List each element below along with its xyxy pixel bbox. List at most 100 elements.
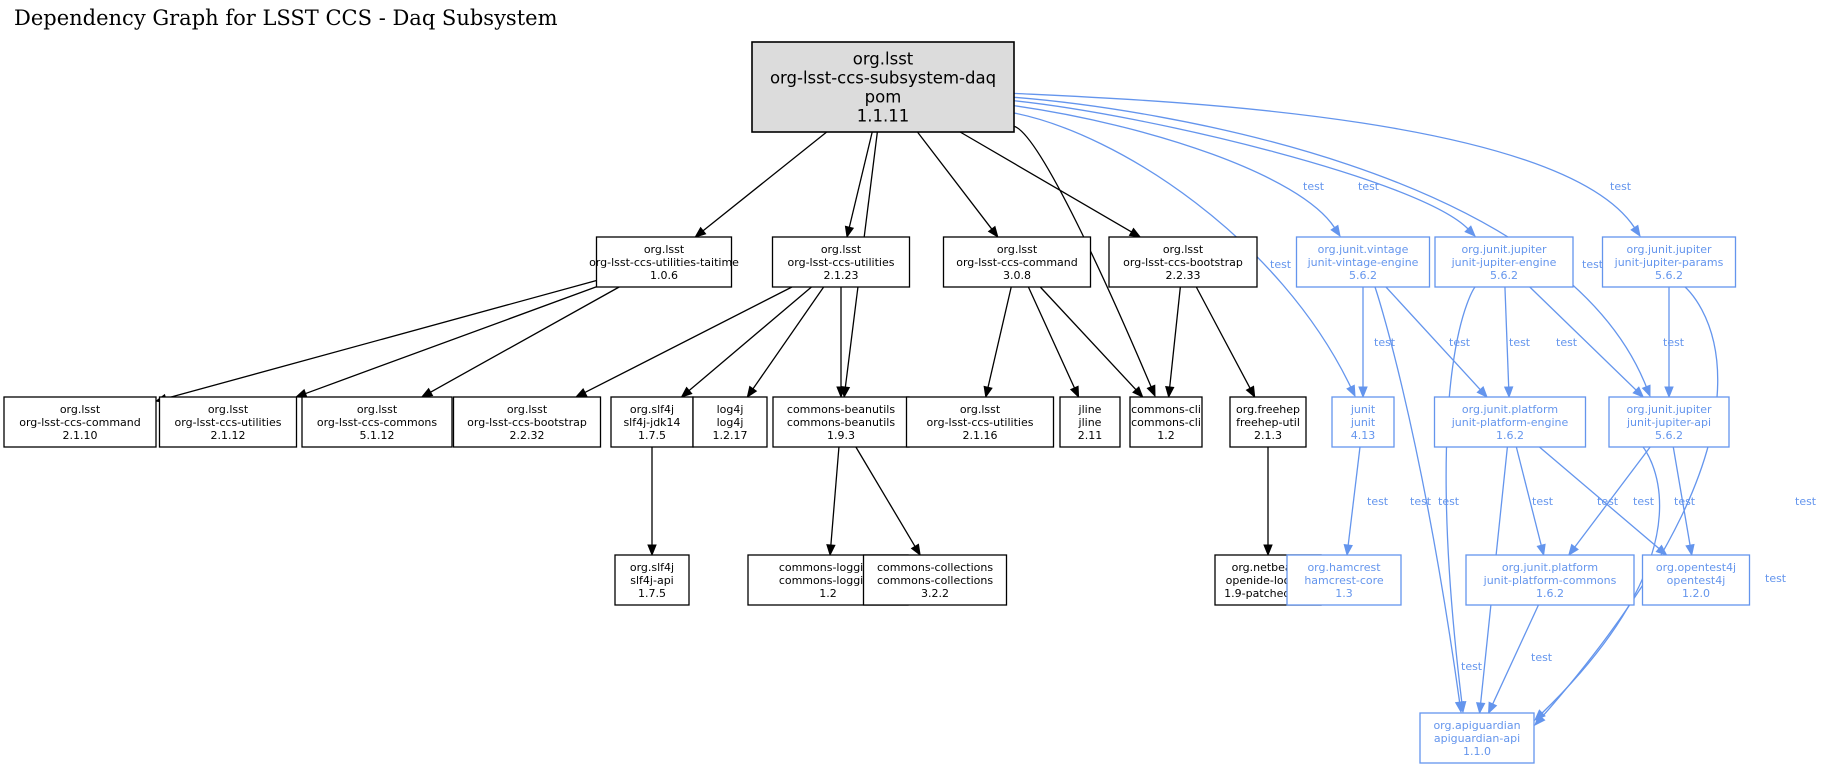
node-box xyxy=(751,41,1015,133)
edge-line xyxy=(1492,604,1540,705)
node-artifact: commons-logging xyxy=(779,574,877,587)
edge-line xyxy=(959,131,1132,233)
edge-line xyxy=(702,131,828,232)
node-group: org.junit.platform xyxy=(1502,561,1598,574)
node-group: org.junit.jupiter xyxy=(1461,243,1547,256)
node-group: org.lsst xyxy=(60,403,101,416)
edge-org-lsst-ccs-subsystem-daq-to-junit-vintage-engine: test xyxy=(1013,105,1341,238)
node-artifact: junit-platform-commons xyxy=(1483,574,1617,587)
node-group: org.junit.jupiter xyxy=(1626,403,1712,416)
node-artifact: junit-jupiter-api xyxy=(1626,416,1711,429)
node-box xyxy=(301,396,453,448)
node-artifact: org-lsst-ccs-utilities-taitime xyxy=(589,256,739,269)
node-version: 1.2.0 xyxy=(1682,587,1710,600)
edge-org-lsst-ccs-subsystem-daq-to-org-lsst-ccs-utilities-taitime xyxy=(694,131,828,238)
node-artifact: commons-cli xyxy=(1131,416,1201,429)
node-artifact: junit-jupiter-params xyxy=(1614,256,1724,269)
edge-org-lsst-ccs-utilities-taitime-to-org-lsst-ccs-utilities xyxy=(294,286,597,398)
node-box xyxy=(452,396,602,448)
edge-line xyxy=(430,286,620,393)
edge-label: test xyxy=(1556,336,1578,349)
node-artifact: hamcrest-core xyxy=(1304,574,1384,587)
node-artifact: junit-platform-engine xyxy=(1451,416,1569,429)
edge-org-lsst-ccs-command-to-org-lsst-ccs-utilities xyxy=(983,286,1012,399)
arrowhead-icon xyxy=(647,544,657,557)
edge-junit-jupiter-engine-to-junit-platform-engine: test xyxy=(1503,286,1531,399)
node-artifact: slf4j-api xyxy=(630,574,673,587)
node-group: org.freehep xyxy=(1236,403,1300,416)
edge-label: test xyxy=(1438,495,1460,508)
node-box xyxy=(1641,554,1751,606)
node-version: 3.2.2 xyxy=(921,587,949,600)
edge-line xyxy=(1539,446,1660,550)
arrowhead-icon xyxy=(294,388,308,398)
node-version: 1.9.3 xyxy=(827,429,855,442)
edge-line xyxy=(855,446,916,547)
arrowhead-icon xyxy=(826,544,836,557)
node-group: org.lsst xyxy=(960,403,1001,416)
arrowhead-icon xyxy=(1330,224,1341,238)
node-box xyxy=(1331,396,1395,448)
arrowhead-icon xyxy=(1630,224,1641,238)
node-group: org.junit.platform xyxy=(1462,403,1558,416)
node-box xyxy=(1059,396,1121,448)
edge-line xyxy=(1169,286,1181,388)
arrowhead-icon xyxy=(1503,386,1514,399)
node-artifact: org-lsst-ccs-command xyxy=(956,256,1078,269)
edge-label: test xyxy=(1270,258,1292,271)
edge-slf4j-jdk14-to-slf4j-api xyxy=(647,447,657,557)
arrowhead-icon xyxy=(1475,702,1486,715)
node-version: 5.6.2 xyxy=(1655,429,1683,442)
edge-line xyxy=(1013,92,1636,229)
node-box xyxy=(614,554,690,606)
edge-line xyxy=(1541,286,1719,718)
node-box xyxy=(158,396,298,448)
node-version: 1.3 xyxy=(1335,587,1353,600)
edge-org-lsst-ccs-subsystem-daq-to-org-lsst-ccs-bootstrap xyxy=(959,131,1142,238)
node-box xyxy=(942,236,1092,288)
arrowhead-icon xyxy=(1165,386,1175,399)
node-group: junit xyxy=(1350,403,1376,416)
edge-label: test xyxy=(1358,180,1380,193)
arrowhead-icon xyxy=(1245,385,1256,399)
arrowhead-icon xyxy=(1132,386,1144,398)
node-org-lsst-org-lsst-ccs-subsystem-daq-1-1-11: org.lsstorg-lsst-ccs-subsystem-daqpom1.1… xyxy=(751,41,1015,133)
node-version: 1.1.0 xyxy=(1463,745,1491,758)
edge-label: test xyxy=(1582,258,1604,271)
node-version: 1.6.2 xyxy=(1536,587,1564,600)
node-group: jline xyxy=(1078,403,1102,416)
node-group: commons-cli xyxy=(1131,403,1201,416)
arrowhead-icon xyxy=(694,226,707,238)
arrowhead-icon xyxy=(836,386,846,399)
node-artifact: org-lsst-ccs-utilities xyxy=(175,416,282,429)
edge-line xyxy=(752,286,825,390)
edge-org-lsst-ccs-subsystem-daq-to-junit: test xyxy=(1013,112,1356,398)
node-artifact: org-lsst-ccs-bootstrap xyxy=(1123,256,1243,269)
node-box xyxy=(595,236,733,288)
edge-line xyxy=(1445,286,1476,703)
edge-commons-beanutils-to-commons-collections xyxy=(855,446,921,557)
edge-line xyxy=(916,131,993,230)
node-group: org.lsst xyxy=(1163,243,1204,256)
arrowhead-icon xyxy=(1568,543,1579,557)
node-version: 2.2.32 xyxy=(510,429,545,442)
nodes-layer: org.lsstorg-lsst-ccs-subsystem-daqpom1.1… xyxy=(3,41,1751,764)
node-box xyxy=(1419,712,1535,764)
node-group: org.hamcrest xyxy=(1307,561,1381,574)
arrowhead-icon xyxy=(1655,544,1668,556)
edge-junit-vintage-engine-to-junit-platform-engine: test xyxy=(1385,286,1488,398)
node-version: 2.1.16 xyxy=(963,429,998,442)
arrowhead-icon xyxy=(1664,386,1674,399)
edge-org-lsst-ccs-subsystem-daq-to-junit-jupiter-engine: test xyxy=(1013,100,1476,237)
edge-junit-jupiter-api-to-apiguardian-api: test xyxy=(1534,446,1787,721)
node-version: 1.2 xyxy=(1157,429,1175,442)
arrowhead-icon xyxy=(1534,709,1546,721)
edge-line xyxy=(1374,286,1461,703)
node-group: commons-beanutils xyxy=(787,403,895,416)
